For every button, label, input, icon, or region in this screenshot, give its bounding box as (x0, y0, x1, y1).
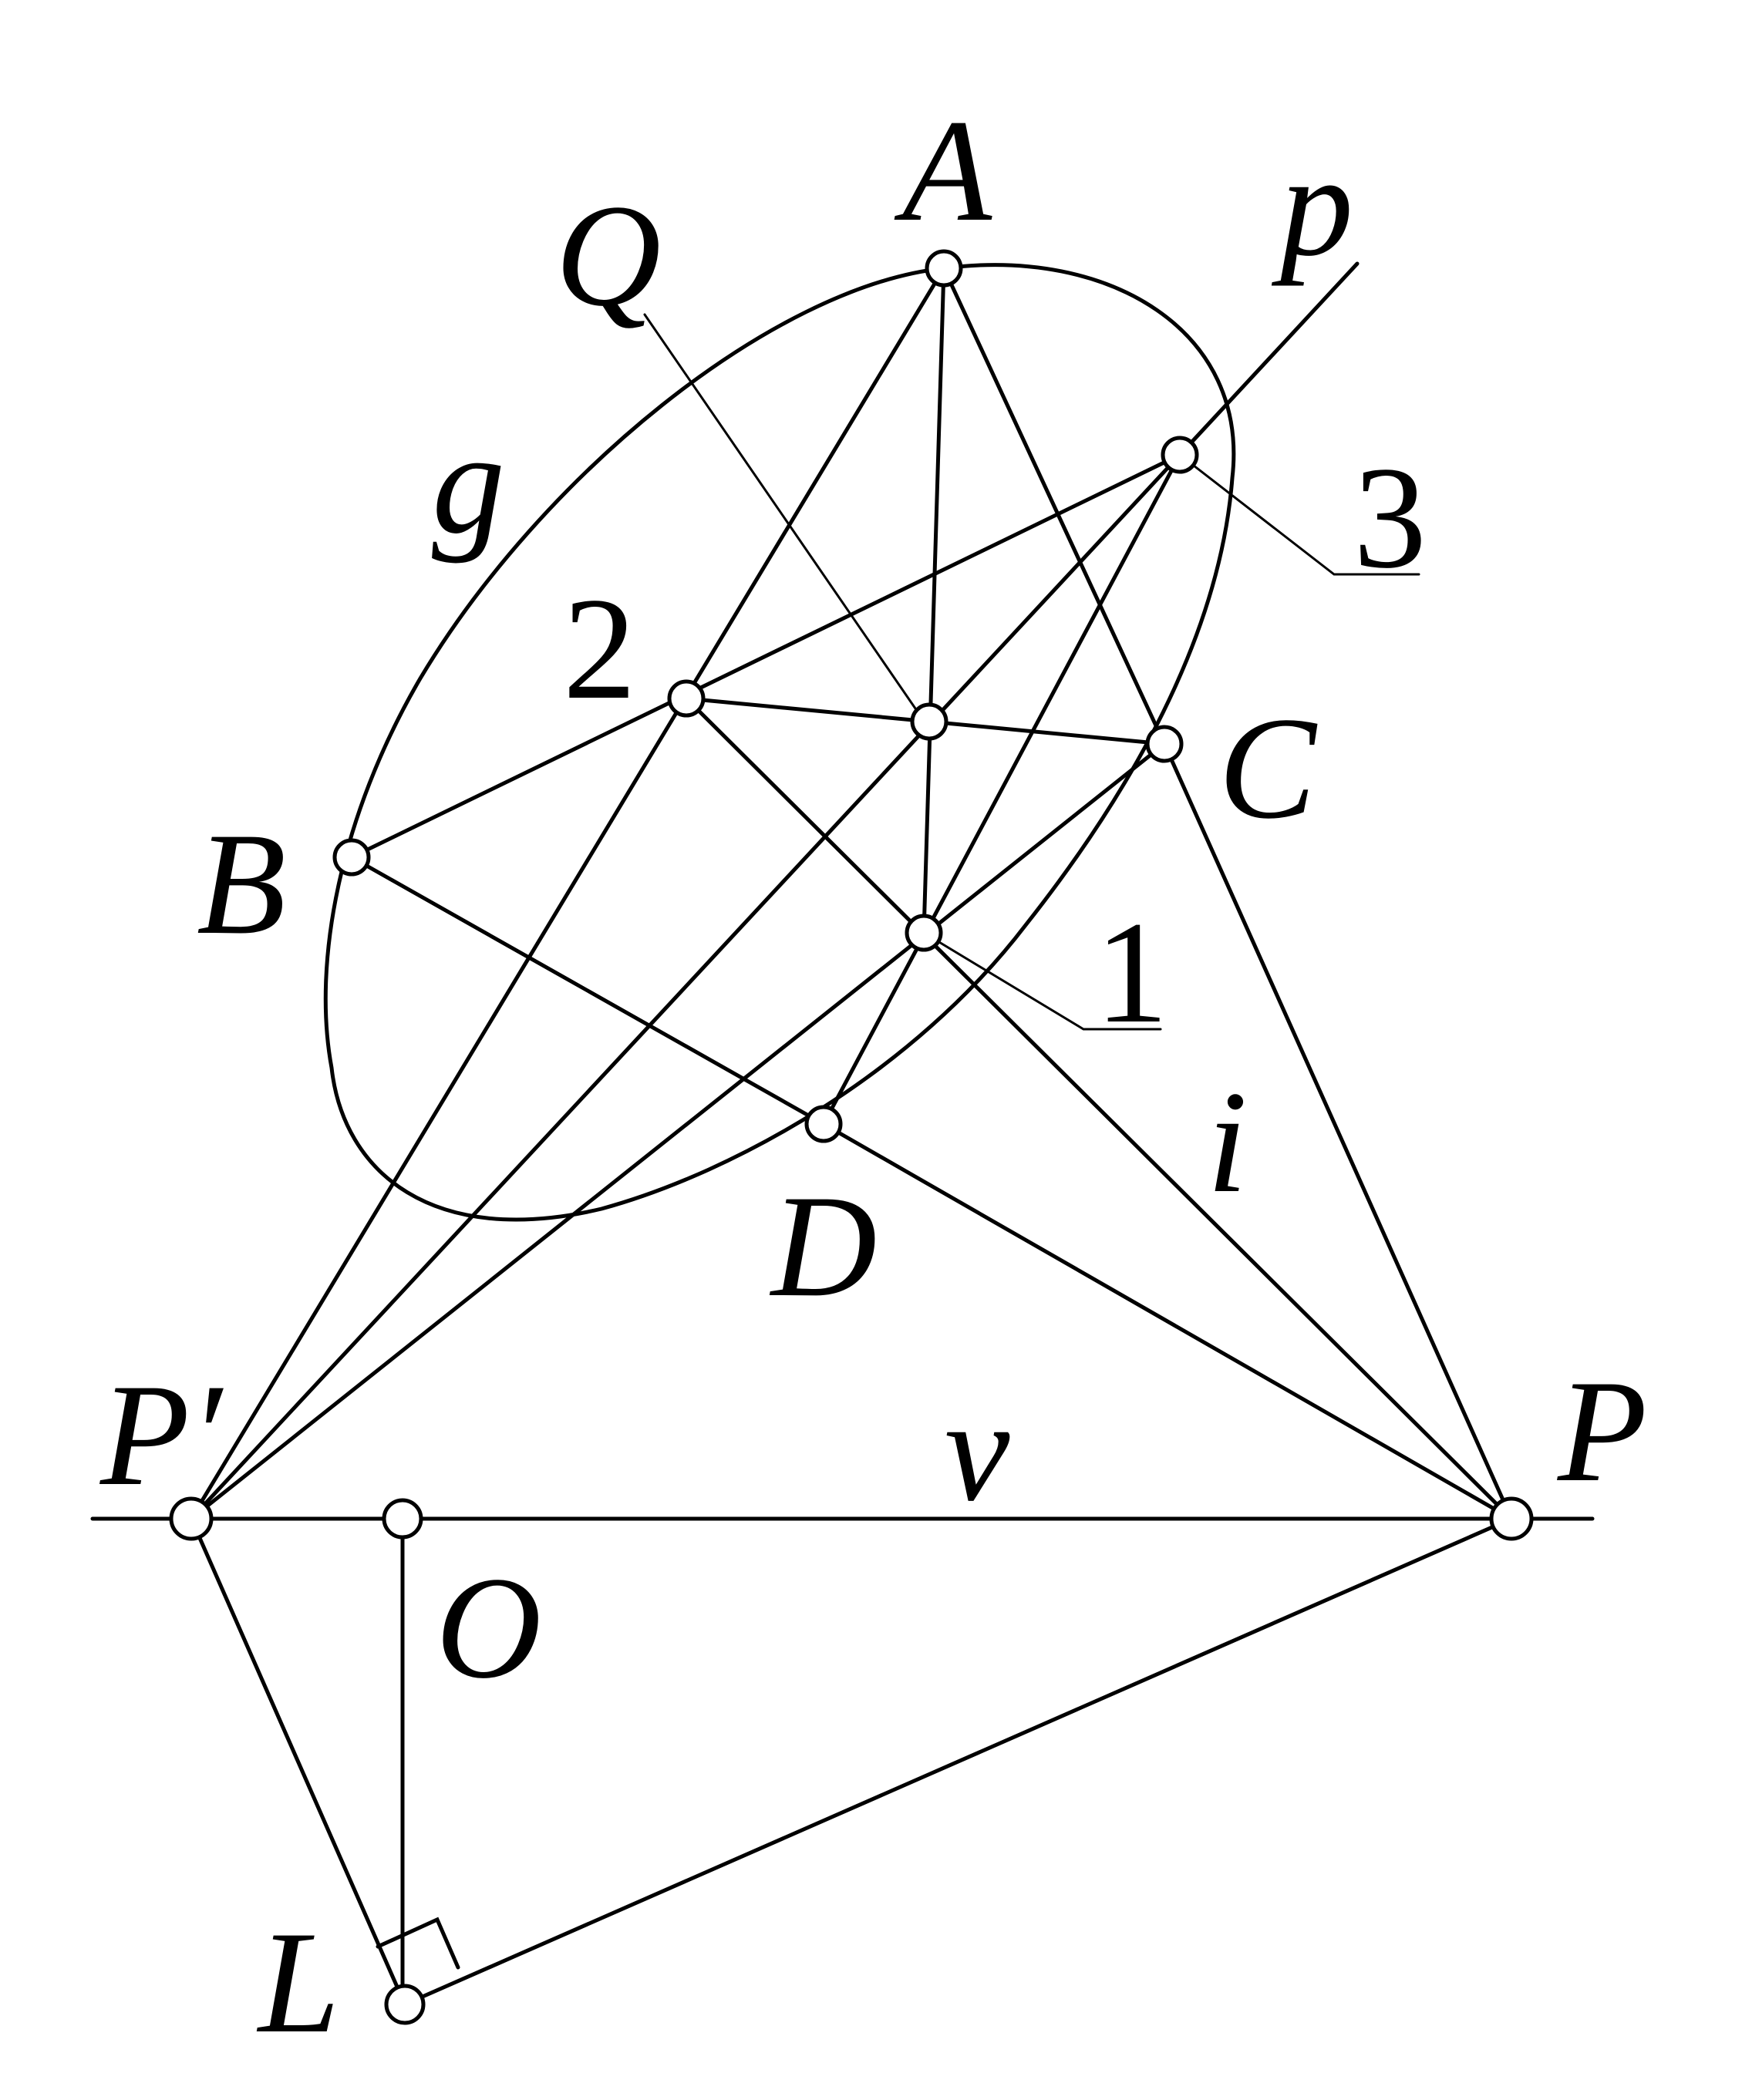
conic-g (323, 263, 1236, 1222)
label-1: 1 (1095, 892, 1168, 1054)
line-D-P (821, 1122, 1514, 1521)
line-p (1178, 261, 1360, 457)
point-P (1489, 1496, 1534, 1541)
label-P: P (1556, 1351, 1647, 1513)
label-C: C (1218, 688, 1318, 850)
line-C-Pp (189, 742, 1167, 1521)
point-1 (905, 914, 943, 952)
line-2-P (684, 696, 1514, 1521)
line-L-P (403, 1516, 1514, 2007)
point-A (925, 249, 963, 288)
line-3-Pp (189, 453, 1182, 1521)
label-D: D (769, 1166, 877, 1328)
line-A-1 (922, 266, 946, 935)
point-2 (667, 679, 706, 718)
label-L: L (256, 1902, 340, 2064)
label-2: 2 (563, 568, 636, 730)
label-O: O (436, 1547, 541, 1709)
point-C (1145, 725, 1184, 763)
point-P-prime (169, 1496, 214, 1541)
label-v: v (945, 1370, 1010, 1532)
label-A: A (894, 90, 992, 252)
point-B (332, 838, 371, 877)
label-3: 3 (1353, 437, 1427, 599)
line-Q (643, 313, 925, 722)
point-D (804, 1105, 843, 1143)
label-P-prime: P′ (99, 1355, 224, 1516)
right-angle-mark (376, 1917, 460, 1970)
label-i: i (1207, 1062, 1248, 1223)
label-g: g (432, 402, 505, 564)
line-C-P (1162, 742, 1514, 1521)
leader-1 (922, 931, 1162, 1031)
point-Q-intersection (910, 702, 948, 741)
line-Pp-L (189, 1516, 407, 2007)
leader-3 (1178, 453, 1420, 576)
label-p: p (1271, 125, 1353, 287)
line-3-D (821, 453, 1182, 1126)
point-L (384, 1984, 426, 2025)
line-A-Pp (189, 266, 946, 1521)
label-B: B (197, 803, 286, 965)
line-A-C (942, 266, 1167, 746)
line-B-D (349, 855, 826, 1126)
point-O (382, 1498, 423, 1540)
label-Q: Q (555, 175, 661, 337)
point-3 (1161, 436, 1199, 474)
line-B-3 (349, 453, 1182, 860)
